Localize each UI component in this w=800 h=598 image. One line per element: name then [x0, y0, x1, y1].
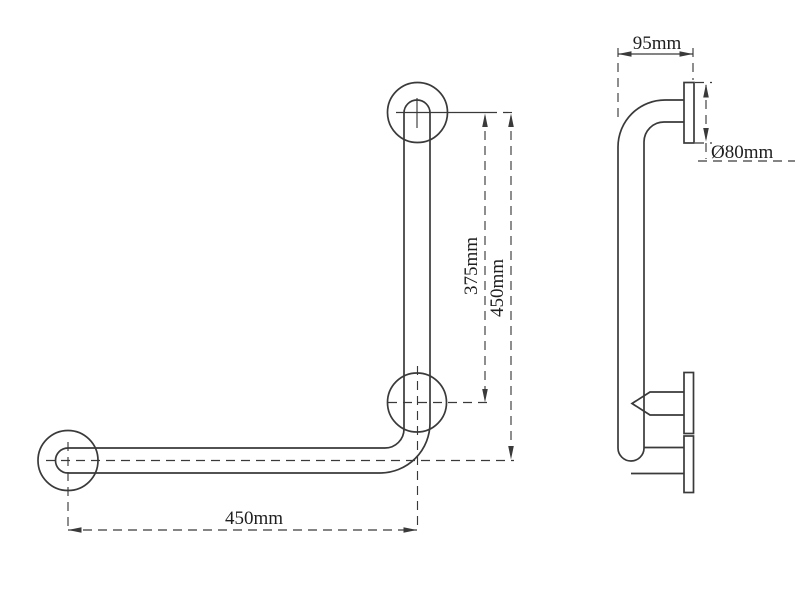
- dim-label-375mm: 375mm: [461, 237, 482, 295]
- arrow-right-95-icon: [679, 51, 693, 57]
- arrow-down-d80-icon: [703, 128, 709, 142]
- arrow-right-450h-icon: [403, 527, 417, 533]
- arrow-up-375-icon: [482, 113, 488, 127]
- side-corner-cone-outline: [630, 391, 684, 416]
- side-tube-outline: [617, 99, 684, 462]
- side-top-wall-plate: [683, 81, 695, 144]
- front-view: 375mm 450mm 450mm: [37, 81, 514, 533]
- side-bottom-wall-plate: [683, 435, 695, 494]
- dim-label-450mm-vertical: 450mm: [487, 259, 508, 317]
- arrow-down-375-icon: [482, 389, 488, 403]
- front-tube-outline: [54, 99, 431, 474]
- dim-label-450mm-horizontal: 450mm: [225, 508, 283, 529]
- side-corner-wall-plate: [683, 371, 695, 435]
- arrow-left-450h-icon: [68, 527, 82, 533]
- dim-label-d80mm: Ø80mm: [711, 142, 774, 163]
- arrow-down-450v-icon: [508, 446, 514, 460]
- dim-label-95mm: 95mm: [633, 33, 682, 54]
- arrow-up-450v-icon: [508, 113, 514, 127]
- arrow-left-95-icon: [618, 51, 632, 57]
- side-view: 95mm Ø80mm: [617, 33, 795, 494]
- arrow-up-d80-icon: [703, 84, 709, 98]
